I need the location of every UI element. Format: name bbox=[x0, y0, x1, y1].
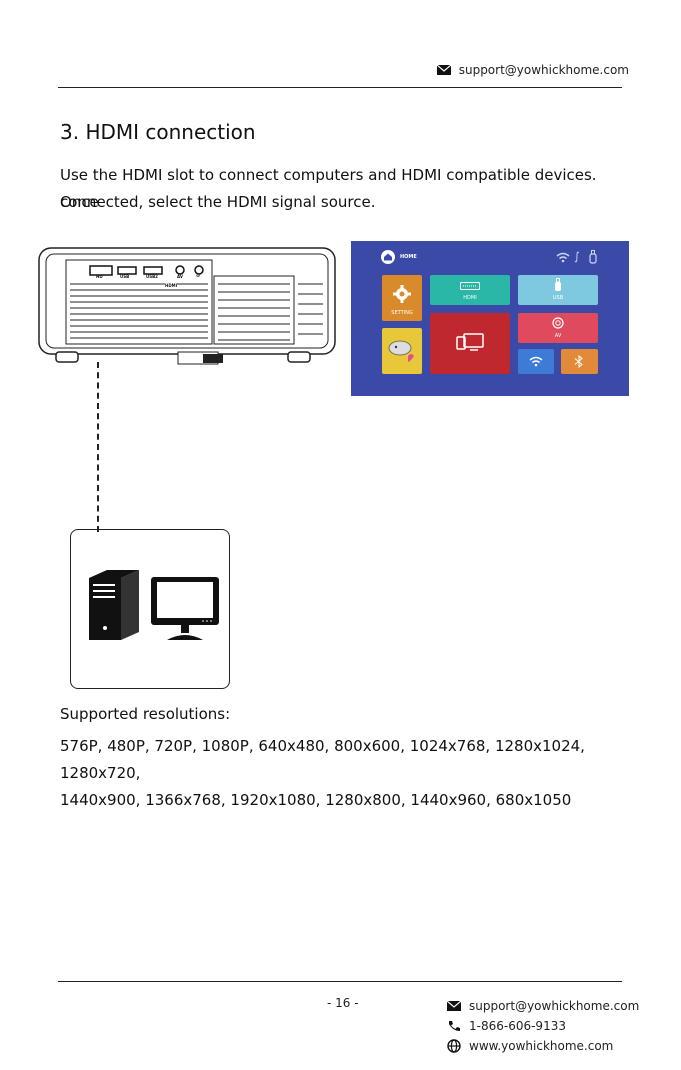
usb-label: USB bbox=[552, 295, 564, 301]
resolutions-line-1: 576P, 480P, 720P, 1080P, 640x480, 800x60… bbox=[60, 737, 585, 782]
audio-port bbox=[194, 265, 204, 275]
intro-line-2: connected, select the HDMI signal source… bbox=[60, 193, 376, 211]
av-port bbox=[175, 265, 185, 275]
port-label-hd: HD bbox=[96, 274, 103, 279]
bluetooth-status-icon: ∫ bbox=[574, 250, 580, 263]
setting-tile[interactable]: SETTING bbox=[382, 275, 422, 321]
footer-contact: support@yowhickhome.com 1-866-606-9133 w… bbox=[447, 996, 639, 1056]
port-label-usb: USB bbox=[120, 274, 130, 279]
resolutions-title: Supported resolutions: bbox=[60, 705, 231, 723]
resolutions-list: 576P, 480P, 720P, 1080P, 640x480, 800x60… bbox=[60, 733, 660, 814]
usb-tile[interactable]: USB bbox=[518, 275, 598, 305]
gear-icon bbox=[393, 285, 411, 303]
usb-status-icon bbox=[589, 250, 597, 264]
footer-divider bbox=[58, 981, 622, 982]
home-label: HOME bbox=[400, 254, 417, 260]
projector-illustration: HD USB USB2 AV ⊙ HDMI bbox=[38, 244, 338, 373]
footer-website[interactable]: www.yowhickhome.com bbox=[469, 1039, 614, 1053]
hdmi-tile[interactable]: HDMI bbox=[430, 275, 510, 305]
projector-home-menu: HOME ∫ SETTING HDMI bbox=[351, 241, 629, 396]
screen-mirror-icon bbox=[456, 333, 484, 351]
av-label: AV bbox=[554, 333, 562, 339]
av-icon bbox=[552, 317, 564, 329]
port-label-hdmi: HDMI bbox=[165, 283, 178, 288]
section-title: 3. HDMI connection bbox=[60, 120, 256, 144]
usb2-port bbox=[143, 266, 163, 275]
globe-icon bbox=[447, 1039, 461, 1053]
port-label-audio: ⊙ bbox=[196, 273, 201, 279]
bluetooth-tile[interactable] bbox=[561, 349, 598, 374]
hdmi-cable-line bbox=[97, 362, 99, 532]
av-tile[interactable]: AV bbox=[518, 313, 598, 343]
home-icon[interactable] bbox=[381, 250, 395, 264]
computer-device-box bbox=[70, 529, 230, 689]
envelope-icon bbox=[447, 1001, 461, 1011]
app-tile[interactable] bbox=[382, 328, 422, 374]
wifi-icon bbox=[529, 356, 543, 367]
wifi-status-icon bbox=[556, 252, 570, 263]
hdmi-icon bbox=[460, 282, 480, 290]
setting-label: SETTING bbox=[391, 310, 413, 316]
phone-icon bbox=[449, 1021, 460, 1031]
screen-mirror-tile[interactable] bbox=[430, 313, 510, 374]
footer-email[interactable]: support@yowhickhome.com bbox=[469, 999, 640, 1013]
header-contact: support@yowhickhome.com bbox=[436, 63, 629, 77]
hdmi-port bbox=[89, 265, 113, 276]
header-divider bbox=[58, 87, 622, 88]
port-label-av: AV bbox=[177, 274, 183, 279]
port-label-usb2: USB2 bbox=[146, 274, 158, 279]
monitor-icon bbox=[151, 577, 219, 640]
hdmi-label: HDMI bbox=[463, 295, 477, 301]
wifi-tile[interactable] bbox=[518, 349, 554, 374]
usb-drive-icon bbox=[555, 278, 561, 291]
pc-tower-icon bbox=[89, 570, 139, 640]
cartoon-app-icon bbox=[388, 340, 414, 362]
header-email[interactable]: support@yowhickhome.com bbox=[458, 63, 629, 77]
footer-phone[interactable]: 1-866-606-9133 bbox=[469, 1019, 566, 1033]
usb-port bbox=[117, 266, 137, 275]
intro-line-1: Use the HDMI slot to connect computers a… bbox=[60, 166, 597, 211]
bluetooth-icon bbox=[574, 355, 583, 368]
envelope-icon bbox=[436, 65, 451, 75]
resolutions-line-2: 1440x900, 1366x768, 1920x1080, 1280x800,… bbox=[60, 791, 572, 809]
page-number: - 16 - bbox=[327, 996, 359, 1010]
